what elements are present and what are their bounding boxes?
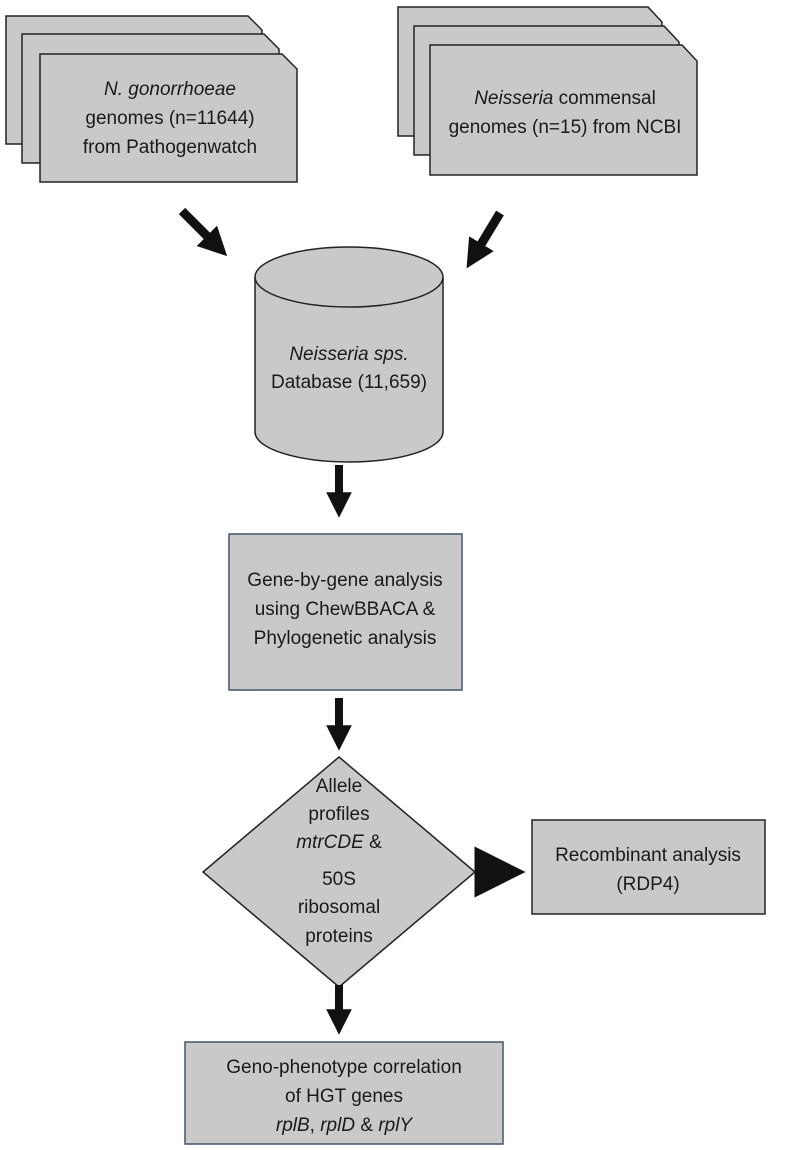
analysis-box — [228, 533, 463, 691]
allele-profiles-decision: Allele profiles mtrCDE & 50S ribosomal p… — [201, 756, 477, 988]
database-top — [254, 246, 444, 308]
correlation-line-1: Geno-phenotype correlation — [226, 1057, 462, 1078]
gene-separator-2: & — [355, 1115, 378, 1136]
recombinant-step: Recombinant analysis (RDP4) — [531, 819, 766, 915]
commensal-genomes-stack: Neisseria commensal genomes (n=15) from … — [397, 6, 698, 176]
database-count: Database (11,659) — [271, 372, 427, 393]
mtrcde-gene: mtrCDE — [296, 832, 364, 853]
decision-line-5: ribosomal — [298, 897, 380, 918]
rply-gene: rplY — [378, 1115, 413, 1136]
arrow-commensal-to-database — [466, 210, 504, 269]
correlation-box — [184, 1041, 504, 1145]
document-sheet-front — [39, 53, 298, 183]
decision-line-3: mtrCDE & — [296, 832, 382, 853]
decision-line-6: proteins — [305, 926, 373, 947]
recombinant-box — [531, 819, 766, 915]
arrow-gonorrhoeae-to-database — [178, 207, 228, 257]
gene-separator-1: , — [310, 1115, 321, 1136]
analysis-line-2: using ChewBBACA & — [255, 599, 436, 620]
recombinant-line-2: (RDP4) — [616, 874, 679, 895]
decision-line-2: profiles — [308, 804, 369, 825]
correlation-step: Geno-phenotype correlation of HGT genes … — [184, 1041, 504, 1145]
decision-line-1: Allele — [316, 776, 362, 797]
database-cylinder: Neisseria sps. Database (11,659) — [254, 246, 444, 463]
commensal-title: Neisseria commensal — [474, 88, 656, 109]
document-sheet-front — [429, 44, 698, 176]
decision-ampersand: & — [364, 832, 382, 853]
gonorrhoeae-source: from Pathogenwatch — [83, 137, 257, 158]
commensal-count-source: genomes (n=15) from NCBI — [449, 117, 682, 138]
decision-line-4: 50S — [322, 869, 356, 890]
gonorrhoeae-count: genomes (n=11644) — [85, 108, 254, 129]
database-title: Neisseria sps. — [289, 344, 408, 365]
analysis-line-1: Gene-by-gene analysis — [247, 570, 442, 591]
recombinant-line-1: Recombinant analysis — [555, 845, 741, 866]
rplb-gene: rplB — [276, 1115, 310, 1136]
commensal-genus: Neisseria — [474, 88, 553, 109]
analysis-step: Gene-by-gene analysis using ChewBBACA & … — [228, 533, 463, 691]
gonorrhoeae-title: N. gonorrhoeae — [104, 79, 236, 100]
database-body — [254, 277, 444, 463]
gonorrhoeae-genomes-stack: N. gonorrhoeae genomes (n=11644) from Pa… — [5, 15, 298, 183]
commensal-word: commensal — [553, 88, 655, 109]
rpld-gene: rplD — [320, 1115, 355, 1136]
correlation-genes: rplB, rplD & rplY — [276, 1115, 414, 1136]
analysis-line-3: Phylogenetic analysis — [254, 628, 437, 649]
correlation-line-2: of HGT genes — [285, 1086, 403, 1107]
